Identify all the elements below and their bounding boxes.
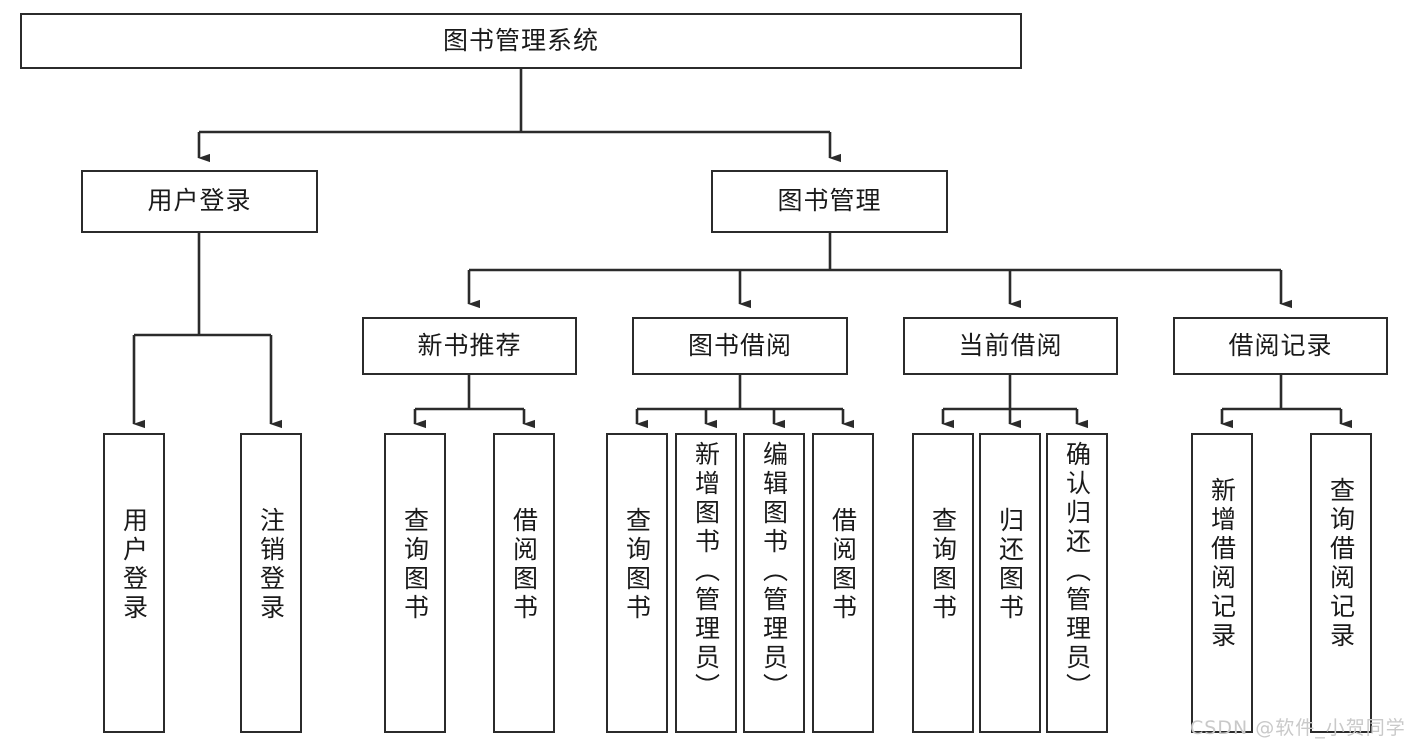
node-label: 借阅图书 [828,507,858,623]
node-label: 借阅图书 [509,507,539,623]
leaf-query-book-borrow[interactable]: 查询图书 [606,433,668,733]
leaf-query-book-current[interactable]: 查询图书 [912,433,974,733]
node-label: 图书管理系统 [442,25,599,55]
node-root-system[interactable]: 图书管理系统 [20,13,1022,69]
leaf-add-book-admin[interactable]: 新增图书（管理员） [675,433,737,733]
leaf-add-borrow-record[interactable]: 新增借阅记录 [1191,433,1253,733]
node-label: 确认归还（管理员） [1062,441,1092,702]
leaf-user-login[interactable]: 用户登录 [103,433,165,733]
node-label: 查询图书 [928,507,958,623]
node-label: 新增图书（管理员） [691,441,721,702]
node-label: 用户登录 [147,186,252,216]
leaf-edit-book-admin[interactable]: 编辑图书（管理员） [743,433,805,733]
node-label: 注销登录 [256,507,286,623]
node-label: 用户登录 [119,507,149,623]
node-label: 查询图书 [622,507,652,623]
csdn-watermark: CSDN @软件_小贺同学 [1190,717,1405,739]
leaf-query-borrow-record[interactable]: 查询借阅记录 [1310,433,1372,733]
node-label: 查询借阅记录 [1326,477,1356,651]
node-new-book-recommend[interactable]: 新书推荐 [362,317,577,375]
node-label: 新增借阅记录 [1207,477,1237,651]
leaf-borrow-book-borrow[interactable]: 借阅图书 [812,433,874,733]
leaf-borrow-book-recommend[interactable]: 借阅图书 [493,433,555,733]
node-user-login[interactable]: 用户登录 [81,170,318,233]
node-current-borrow[interactable]: 当前借阅 [903,317,1118,375]
leaf-return-book[interactable]: 归还图书 [979,433,1041,733]
node-label: 新书推荐 [417,330,522,360]
node-borrow-record[interactable]: 借阅记录 [1173,317,1388,375]
node-label: 查询图书 [400,507,430,623]
node-label: 图书借阅 [687,330,792,360]
node-book-management[interactable]: 图书管理 [711,170,948,233]
node-label: 借阅记录 [1228,330,1333,360]
node-book-borrow[interactable]: 图书借阅 [632,317,848,375]
leaf-logout-login[interactable]: 注销登录 [240,433,302,733]
leaf-query-book-recommend[interactable]: 查询图书 [384,433,446,733]
node-label: 编辑图书（管理员） [759,441,789,702]
node-label: 归还图书 [995,507,1025,623]
node-label: 当前借阅 [958,330,1063,360]
node-label: 图书管理 [777,186,882,216]
leaf-confirm-return-admin[interactable]: 确认归还（管理员） [1046,433,1108,733]
